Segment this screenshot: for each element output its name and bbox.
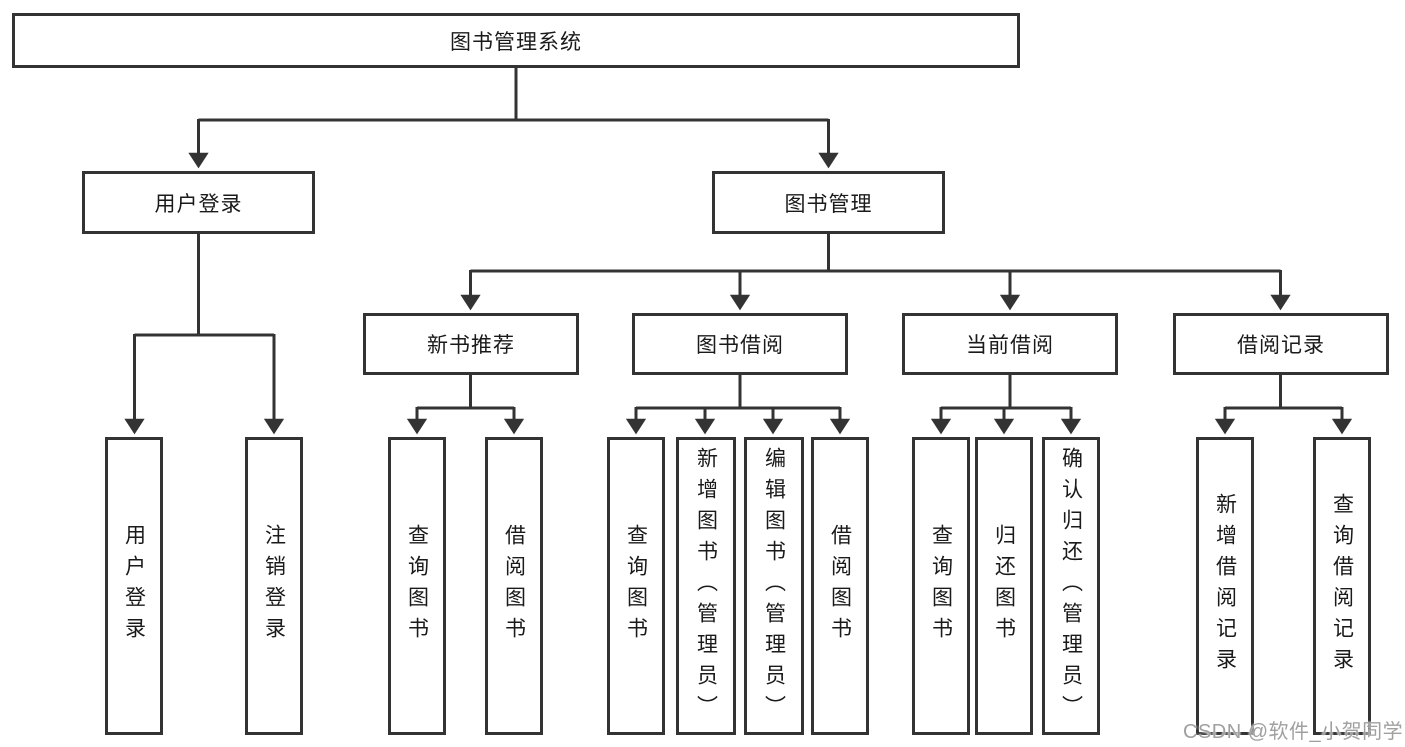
leaf-add-borrow-record: 新增借阅记录 (1196, 437, 1254, 735)
leaf-borrow-books-recommend: 借阅图书 (485, 437, 543, 735)
leaf-user-login-label: 用户登录 (122, 524, 146, 648)
leaf-add-borrow-record-label: 新增借阅记录 (1213, 493, 1237, 679)
node-user-login: 用户登录 (82, 171, 315, 234)
leaf-query-borrow-record: 查询借阅记录 (1313, 437, 1371, 735)
node-book-management: 图书管理 (712, 171, 945, 234)
leaf-query-books-recommend-label: 查询图书 (405, 524, 429, 648)
leaf-borrow-books-label: 借阅图书 (828, 524, 852, 648)
leaf-query-books-borrow-label: 查询图书 (624, 524, 648, 648)
leaf-logout-label: 注销登录 (262, 524, 286, 648)
leaf-borrow-books-recommend-label: 借阅图书 (502, 524, 526, 648)
node-current-borrow: 当前借阅 (902, 313, 1118, 375)
leaf-user-login: 用户登录 (105, 437, 163, 735)
leaf-return-books-label: 归还图书 (992, 524, 1016, 648)
leaf-logout: 注销登录 (245, 437, 303, 735)
watermark: CSDN @软件_小贺同学 (1183, 721, 1404, 743)
node-book-borrow: 图书借阅 (632, 313, 848, 375)
node-library-management-system: 图书管理系统 (12, 13, 1020, 68)
leaf-borrow-books: 借阅图书 (811, 437, 869, 735)
node-new-book-recommend: 新书推荐 (363, 313, 579, 375)
leaf-confirm-return-admin: 确认归还（管理员） (1042, 437, 1100, 735)
leaf-edit-books-admin: 编辑图书（管理员） (744, 437, 804, 735)
leaf-edit-books-admin-label: 编辑图书（管理员） (762, 446, 786, 726)
node-borrow-records: 借阅记录 (1173, 313, 1389, 375)
leaf-query-books-current-label: 查询图书 (929, 524, 953, 648)
leaf-query-books-current: 查询图书 (912, 437, 970, 735)
leaf-query-borrow-record-label: 查询借阅记录 (1330, 493, 1354, 679)
leaf-add-books-admin: 新增图书（管理员） (676, 437, 736, 735)
leaf-query-books-recommend: 查询图书 (388, 437, 446, 735)
leaf-add-books-admin-label: 新增图书（管理员） (694, 446, 718, 726)
leaf-query-books-borrow: 查询图书 (607, 437, 665, 735)
leaf-return-books: 归还图书 (975, 437, 1033, 735)
leaf-confirm-return-admin-label: 确认归还（管理员） (1059, 446, 1083, 726)
